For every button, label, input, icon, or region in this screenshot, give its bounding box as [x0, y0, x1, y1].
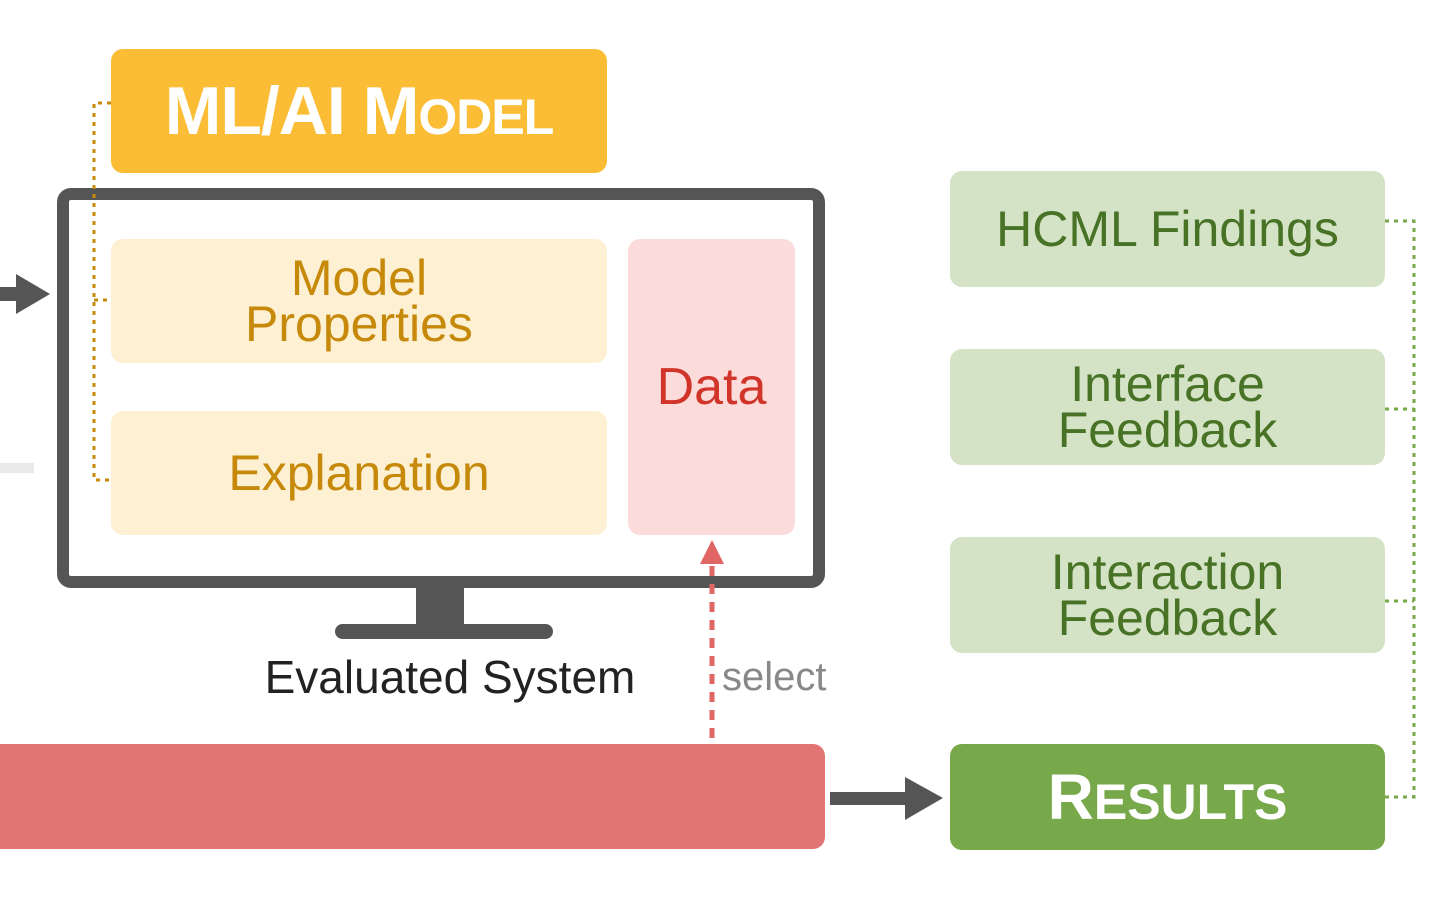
evaluated-system-label: Evaluated System — [264, 651, 636, 703]
interface-feedback-label-line1: Interface — [1070, 356, 1265, 412]
interface-feedback-box: Interface Feedback — [950, 349, 1385, 465]
left-incoming-arrow — [0, 274, 50, 314]
explanation-box: Explanation — [111, 411, 607, 535]
monitor-stand-neck — [416, 588, 464, 628]
results-arrow — [830, 777, 943, 820]
ml-ai-model-title: ML/AI MODEL — [165, 77, 555, 145]
select-label: select — [722, 655, 827, 699]
ml-ai-model-box: ML/AI MODEL — [111, 49, 607, 173]
left-gray-connector — [0, 463, 34, 473]
results-title: RESULTS — [1048, 765, 1288, 829]
interaction-feedback-box: Interaction Feedback — [950, 537, 1385, 653]
hcml-findings-box: HCML Findings — [950, 171, 1385, 287]
model-properties-label-line2: Properties — [245, 296, 473, 352]
data-box: Data — [628, 239, 795, 535]
findings-bracket-connector — [1385, 219, 1416, 799]
model-properties-box: Model Properties — [111, 239, 607, 363]
model-properties-label-line1: Model — [290, 250, 428, 306]
data-label: Data — [656, 358, 767, 416]
interaction-feedback-label-line1: Interaction — [1050, 544, 1285, 600]
results-title-smallcaps: ESULTS — [1093, 774, 1288, 830]
results-title-main: R — [1047, 761, 1094, 833]
monitor-stand-base — [335, 624, 553, 639]
explanation-label: Explanation — [228, 445, 490, 501]
results-box: RESULTS — [950, 744, 1385, 850]
red-bar — [0, 744, 825, 849]
interaction-feedback-label-line2: Feedback — [1057, 590, 1278, 646]
ml-ai-model-title-main: ML/AI M — [164, 73, 420, 149]
ml-ai-model-title-smallcaps: ODEL — [418, 89, 554, 145]
hcml-findings-label: HCML Findings — [996, 201, 1339, 257]
interface-feedback-label-line2: Feedback — [1057, 402, 1278, 458]
